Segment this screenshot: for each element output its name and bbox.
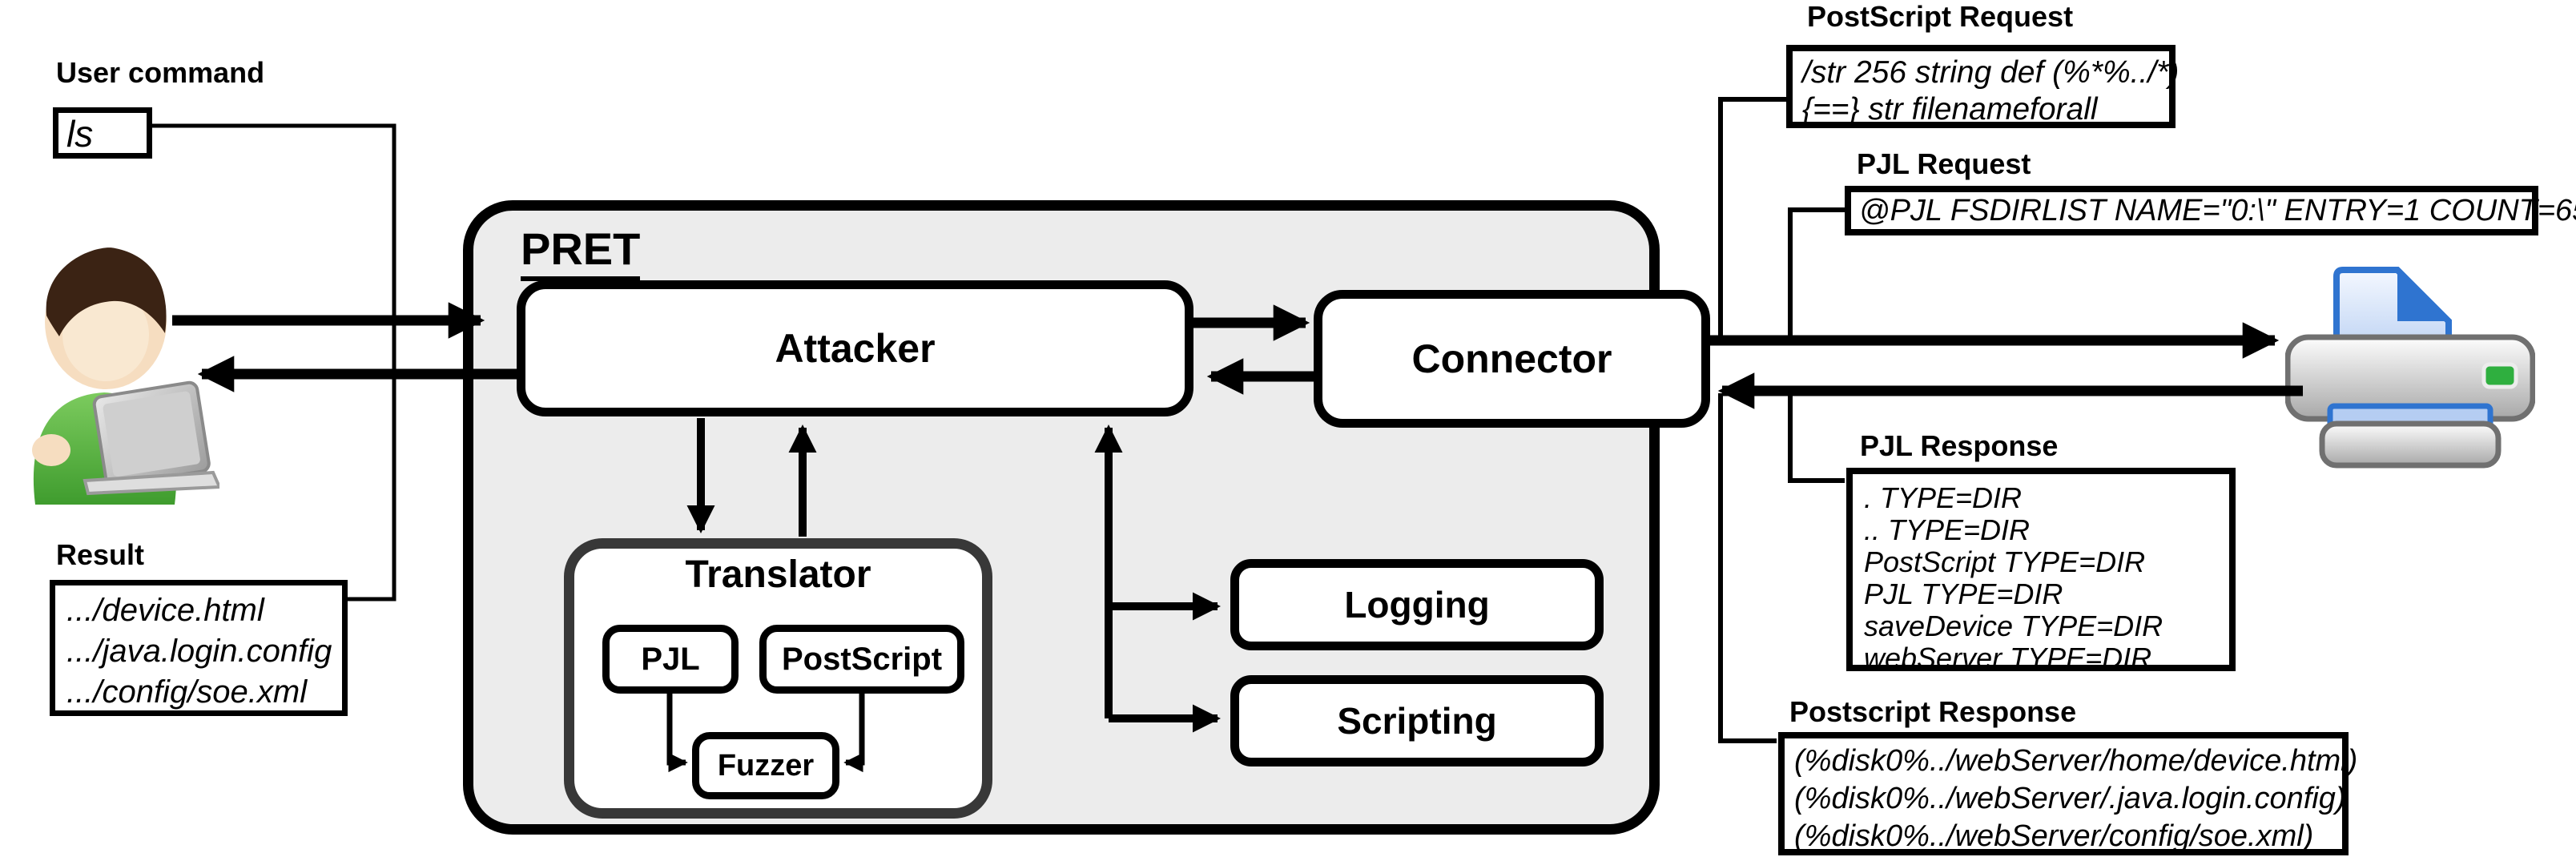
- laptop: [92, 380, 211, 487]
- result-line: .../device.html: [66, 593, 264, 628]
- printer-icon: [2284, 267, 2536, 469]
- postscript-request-label: PostScript Request: [1807, 0, 2074, 33]
- code-line: .. TYPE=DIR: [1864, 513, 2031, 546]
- logging-label: Logging: [1344, 584, 1490, 626]
- code-line: (%disk0%../webServer/home/device.html): [1794, 744, 2358, 778]
- person-hand: [32, 434, 70, 466]
- scripting-label: Scripting: [1337, 700, 1497, 742]
- code-line: (%disk0%../webServer/config/soe.xml): [1794, 819, 2314, 853]
- postscript-response-box: (%disk0%../webServer/home/device.html) (…: [1778, 732, 2358, 855]
- logging-node: Logging: [1230, 559, 1604, 650]
- postscript-label: PostScript: [781, 641, 943, 677]
- line-ps-request-connector: [1718, 97, 1786, 338]
- connector-label: Connector: [1411, 336, 1612, 381]
- attacker-node: Attacker: [517, 280, 1193, 416]
- pjl-request-box: @PJL FSDIRLIST NAME="0:\" ENTRY=1 COUNT=…: [1845, 186, 2576, 235]
- code-line: PJL TYPE=DIR: [1864, 577, 2063, 610]
- fuzzer-label: Fuzzer: [717, 748, 815, 783]
- code-line: saveDevice TYPE=DIR: [1864, 610, 2163, 642]
- person-hair: [46, 247, 167, 336]
- pjl-request-label: PJL Request: [1857, 147, 2031, 180]
- user-command-box: ls: [53, 107, 152, 159]
- fuzzer-node: Fuzzer: [692, 732, 839, 799]
- postscript-response-label: Postscript Response: [1789, 695, 2077, 728]
- attacker-label: Attacker: [775, 326, 936, 371]
- result-box: .../device.html .../java.login.config ..…: [50, 580, 348, 716]
- printer-svg: [2284, 267, 2536, 469]
- person-face-highlight: [62, 288, 149, 381]
- result-line: .../config/soe.xml: [66, 674, 308, 710]
- printer-tray: [2319, 420, 2502, 469]
- postscript-node: PostScript: [759, 625, 964, 694]
- pjl-node: PJL: [602, 625, 739, 694]
- code-line: {==} str filenameforall: [1802, 92, 2098, 127]
- result-label: Result: [56, 538, 145, 571]
- result-line: .../java.login.config: [66, 634, 332, 669]
- connector-node: Connector: [1314, 290, 1710, 428]
- user-command-label: User command: [56, 56, 265, 89]
- pjl-label: PJL: [641, 641, 700, 677]
- code-line: @PJL FSDIRLIST NAME="0:\" ENTRY=1 COUNT=…: [1859, 194, 2576, 227]
- line-ps-response-connector: [1718, 393, 1777, 743]
- pjl-response-label: PJL Response: [1860, 429, 2059, 462]
- user-command-value: ls: [66, 113, 94, 155]
- code-line: . TYPE=DIR: [1864, 481, 2023, 514]
- line-pjl-request-connector: [1788, 207, 1845, 338]
- printer-paper-fold: [2397, 270, 2449, 321]
- person-with-laptop-icon: [11, 239, 223, 505]
- code-line: (%disk0%../webServer/.java.login.config): [1794, 782, 2346, 815]
- translator-title: Translator: [685, 553, 871, 596]
- code-line: webServer TYPE=DIR: [1864, 642, 2152, 674]
- postscript-request-box: /str 256 string def (%*%../*) {==} str f…: [1786, 45, 2180, 128]
- code-line: PostScript TYPE=DIR: [1864, 545, 2146, 578]
- pjl-response-box: . TYPE=DIR .. TYPE=DIR PostScript TYPE=D…: [1846, 468, 2236, 674]
- pret-title: PRET: [521, 223, 641, 281]
- person-with-laptop-svg: [32, 247, 223, 505]
- line-pjl-response-connector: [1788, 393, 1845, 483]
- code-line: /str 256 string def (%*%../*): [1802, 55, 2180, 90]
- printer-led: [2481, 362, 2518, 389]
- scripting-node: Scripting: [1230, 675, 1604, 766]
